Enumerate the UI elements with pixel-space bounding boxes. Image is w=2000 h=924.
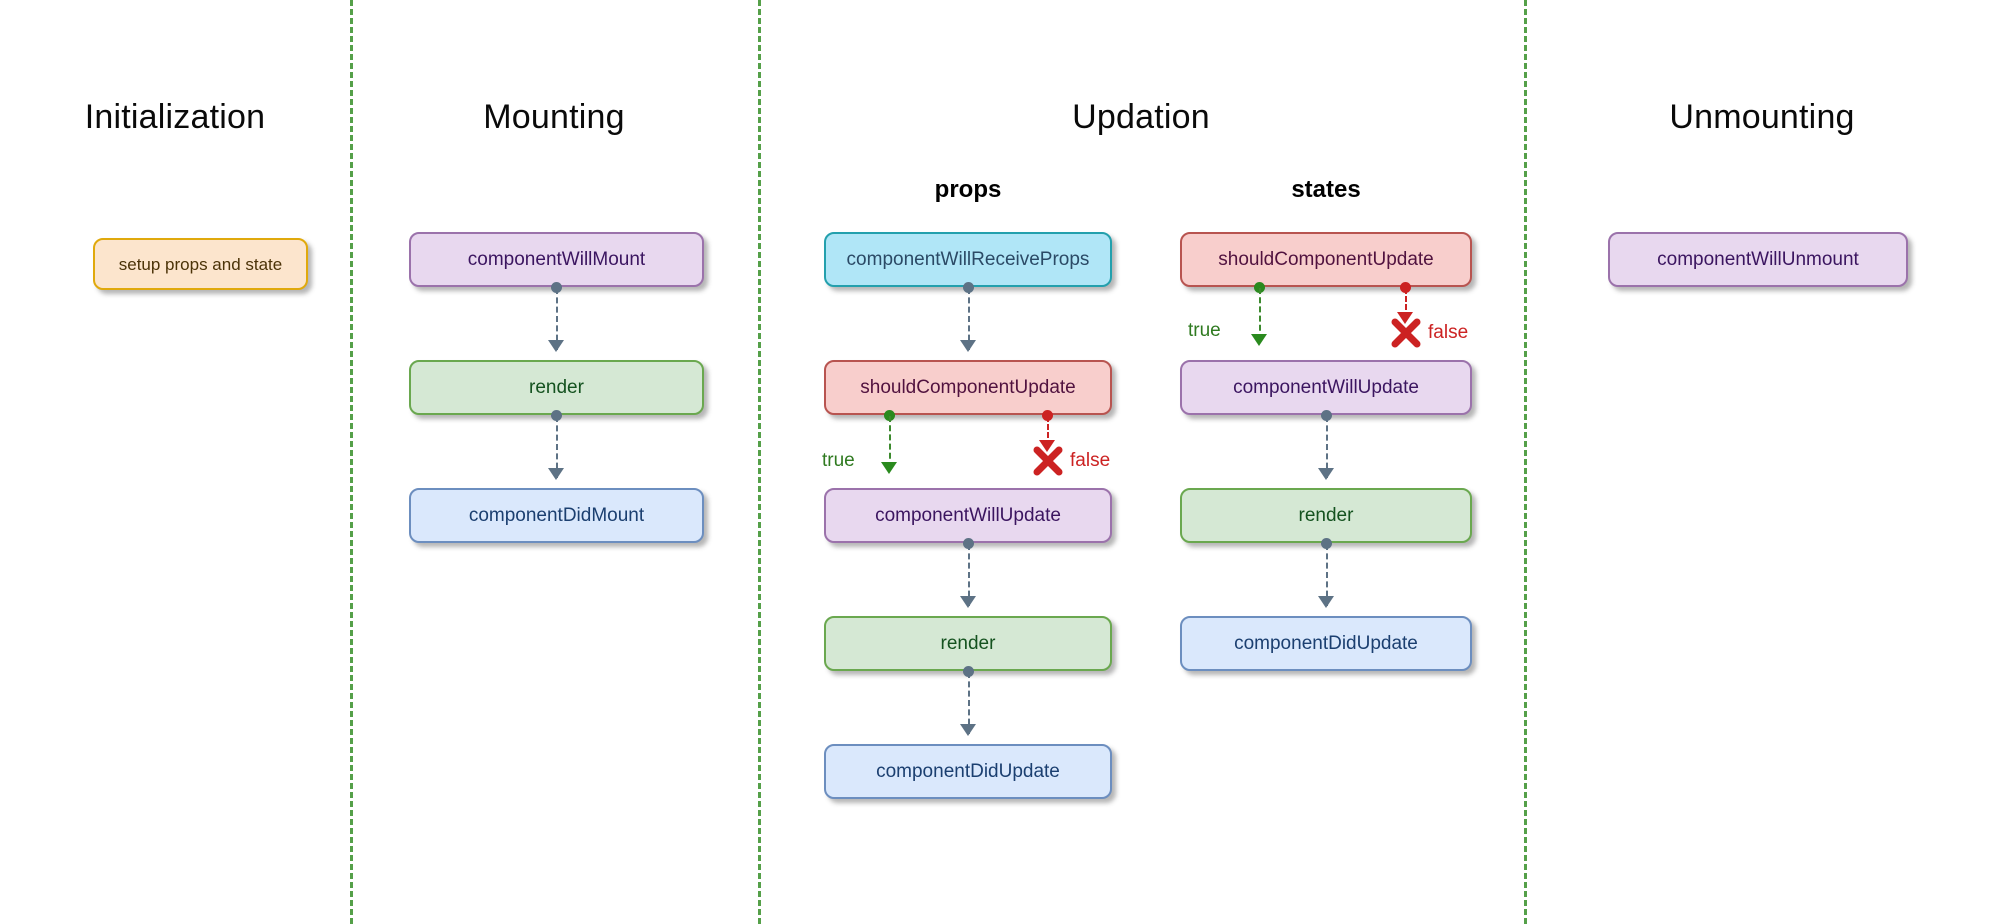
- column-separator-3: [1524, 0, 1527, 924]
- branch-dot-states-false: [1400, 282, 1411, 293]
- node-component-will-receive-props[interactable]: componentWillReceiveProps: [824, 232, 1112, 287]
- node-should-component-update-states[interactable]: shouldComponentUpdate: [1180, 232, 1472, 287]
- arrowhead-states-2: [1318, 596, 1334, 608]
- arrowhead-props-true: [881, 462, 897, 474]
- branch-label-props-false: false: [1070, 450, 1111, 471]
- edge-mounting-1: [556, 288, 558, 350]
- arrowhead-states-1: [1318, 468, 1334, 480]
- arrowhead-states-true: [1251, 334, 1267, 346]
- branch-dot-props-true: [884, 410, 895, 421]
- edge-dot-props-2: [963, 538, 974, 549]
- edge-dot-props-3: [963, 666, 974, 677]
- subheading-props: props: [934, 176, 1002, 203]
- node-component-did-mount[interactable]: componentDidMount: [409, 488, 704, 543]
- arrowhead-props-2: [960, 596, 976, 608]
- node-setup-props-and-state[interactable]: setup props and state: [93, 238, 308, 290]
- column-separator-2: [758, 0, 761, 924]
- arrowhead-states-false: [1397, 312, 1413, 324]
- arrowhead-props-3: [960, 724, 976, 736]
- phase-title-unmounting: Unmounting: [1669, 98, 1855, 136]
- edge-dot-states-2: [1321, 538, 1332, 549]
- node-component-did-update-props[interactable]: componentDidUpdate: [824, 744, 1112, 799]
- stop-x-icon-states: [1391, 318, 1421, 348]
- node-should-component-update-props[interactable]: shouldComponentUpdate: [824, 360, 1112, 415]
- phase-title-updation: Updation: [1072, 98, 1210, 136]
- node-render-props[interactable]: render: [824, 616, 1112, 671]
- branch-label-states-true: true: [1188, 320, 1221, 341]
- node-component-will-unmount[interactable]: componentWillUnmount: [1608, 232, 1908, 287]
- branch-dot-states-true: [1254, 282, 1265, 293]
- branch-dot-props-false: [1042, 410, 1053, 421]
- subheading-states: states: [1291, 176, 1361, 203]
- node-component-will-mount[interactable]: componentWillMount: [409, 232, 704, 287]
- edge-props-false: [1047, 416, 1049, 446]
- stop-x-icon-props: [1033, 446, 1063, 476]
- edge-states-2: [1326, 544, 1328, 606]
- arrowhead-mounting-1: [548, 340, 564, 352]
- edge-dot-states-1: [1321, 410, 1332, 421]
- edge-dot-mounting-1: [551, 282, 562, 293]
- edge-states-false: [1405, 288, 1407, 318]
- edge-props-true: [889, 416, 891, 468]
- branch-label-states-false: false: [1428, 322, 1469, 343]
- node-component-will-update-states[interactable]: componentWillUpdate: [1180, 360, 1472, 415]
- edge-mounting-2: [556, 416, 558, 478]
- arrowhead-mounting-2: [548, 468, 564, 480]
- phase-title-initialization: Initialization: [84, 98, 266, 136]
- edge-states-true: [1259, 288, 1261, 340]
- edge-dot-props-1: [963, 282, 974, 293]
- node-render-states[interactable]: render: [1180, 488, 1472, 543]
- column-separator-1: [350, 0, 353, 924]
- edge-props-1: [968, 288, 970, 350]
- node-component-did-update-states[interactable]: componentDidUpdate: [1180, 616, 1472, 671]
- node-component-will-update-props[interactable]: componentWillUpdate: [824, 488, 1112, 543]
- edge-dot-mounting-2: [551, 410, 562, 421]
- node-render-mounting[interactable]: render: [409, 360, 704, 415]
- edge-props-2: [968, 544, 970, 606]
- arrowhead-props-false: [1039, 440, 1055, 452]
- edge-states-1: [1326, 416, 1328, 478]
- branch-label-props-true: true: [822, 450, 855, 471]
- phase-title-mounting: Mounting: [483, 98, 625, 136]
- arrowhead-props-1: [960, 340, 976, 352]
- edge-props-3: [968, 672, 970, 734]
